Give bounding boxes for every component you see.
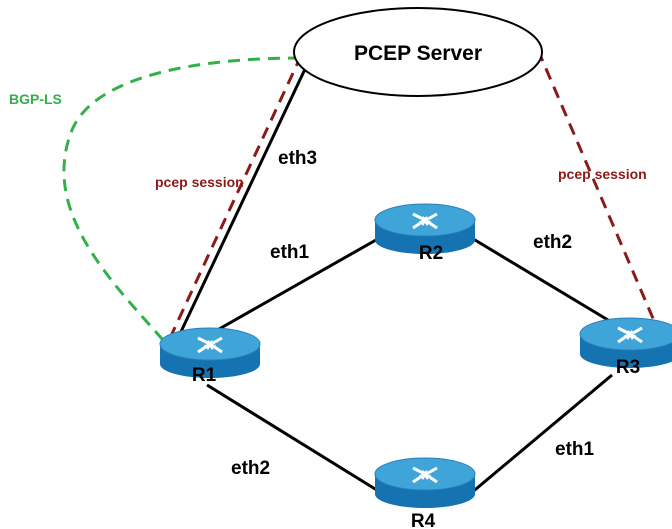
router-r4[interactable]: R4 [373, 456, 477, 529]
pcep-server-label: PCEP Server [354, 42, 482, 65]
pcep-session-left-line [168, 57, 302, 339]
label-r2-r3-eth2: eth2 [533, 232, 572, 253]
link-r1-server [176, 66, 308, 339]
router-r1-label: R1 [192, 365, 217, 386]
link-r1-r2 [204, 230, 391, 339]
router-r3-label: R3 [616, 357, 640, 378]
router-r3[interactable]: R3 [578, 316, 672, 378]
pcep-session-right-line [536, 49, 657, 324]
pcep-session-right-label: pcep session [558, 166, 647, 182]
router-r4-label: R4 [411, 511, 436, 529]
router-icon [373, 456, 477, 510]
bgp-ls-line [62, 56, 301, 341]
label-r1-server-eth3: eth3 [278, 148, 317, 169]
link-r2-r3 [469, 235, 609, 322]
link-r4-r3 [469, 373, 613, 496]
label-r4-r3-eth1: eth1 [555, 439, 595, 460]
router-r1[interactable]: R1 [158, 326, 262, 386]
pcep-session-left-label: pcep session [155, 174, 244, 190]
router-r2[interactable]: R2 [373, 202, 477, 264]
bgp-ls-label: BGP-LS [9, 91, 62, 107]
label-r1-r2-eth1: eth1 [270, 242, 310, 263]
label-r1-r4-eth2: eth2 [231, 458, 270, 479]
link-r1-r4 [206, 383, 381, 494]
router-r2-label: R2 [419, 243, 443, 264]
pcep-server-ellipse [293, 7, 543, 97]
